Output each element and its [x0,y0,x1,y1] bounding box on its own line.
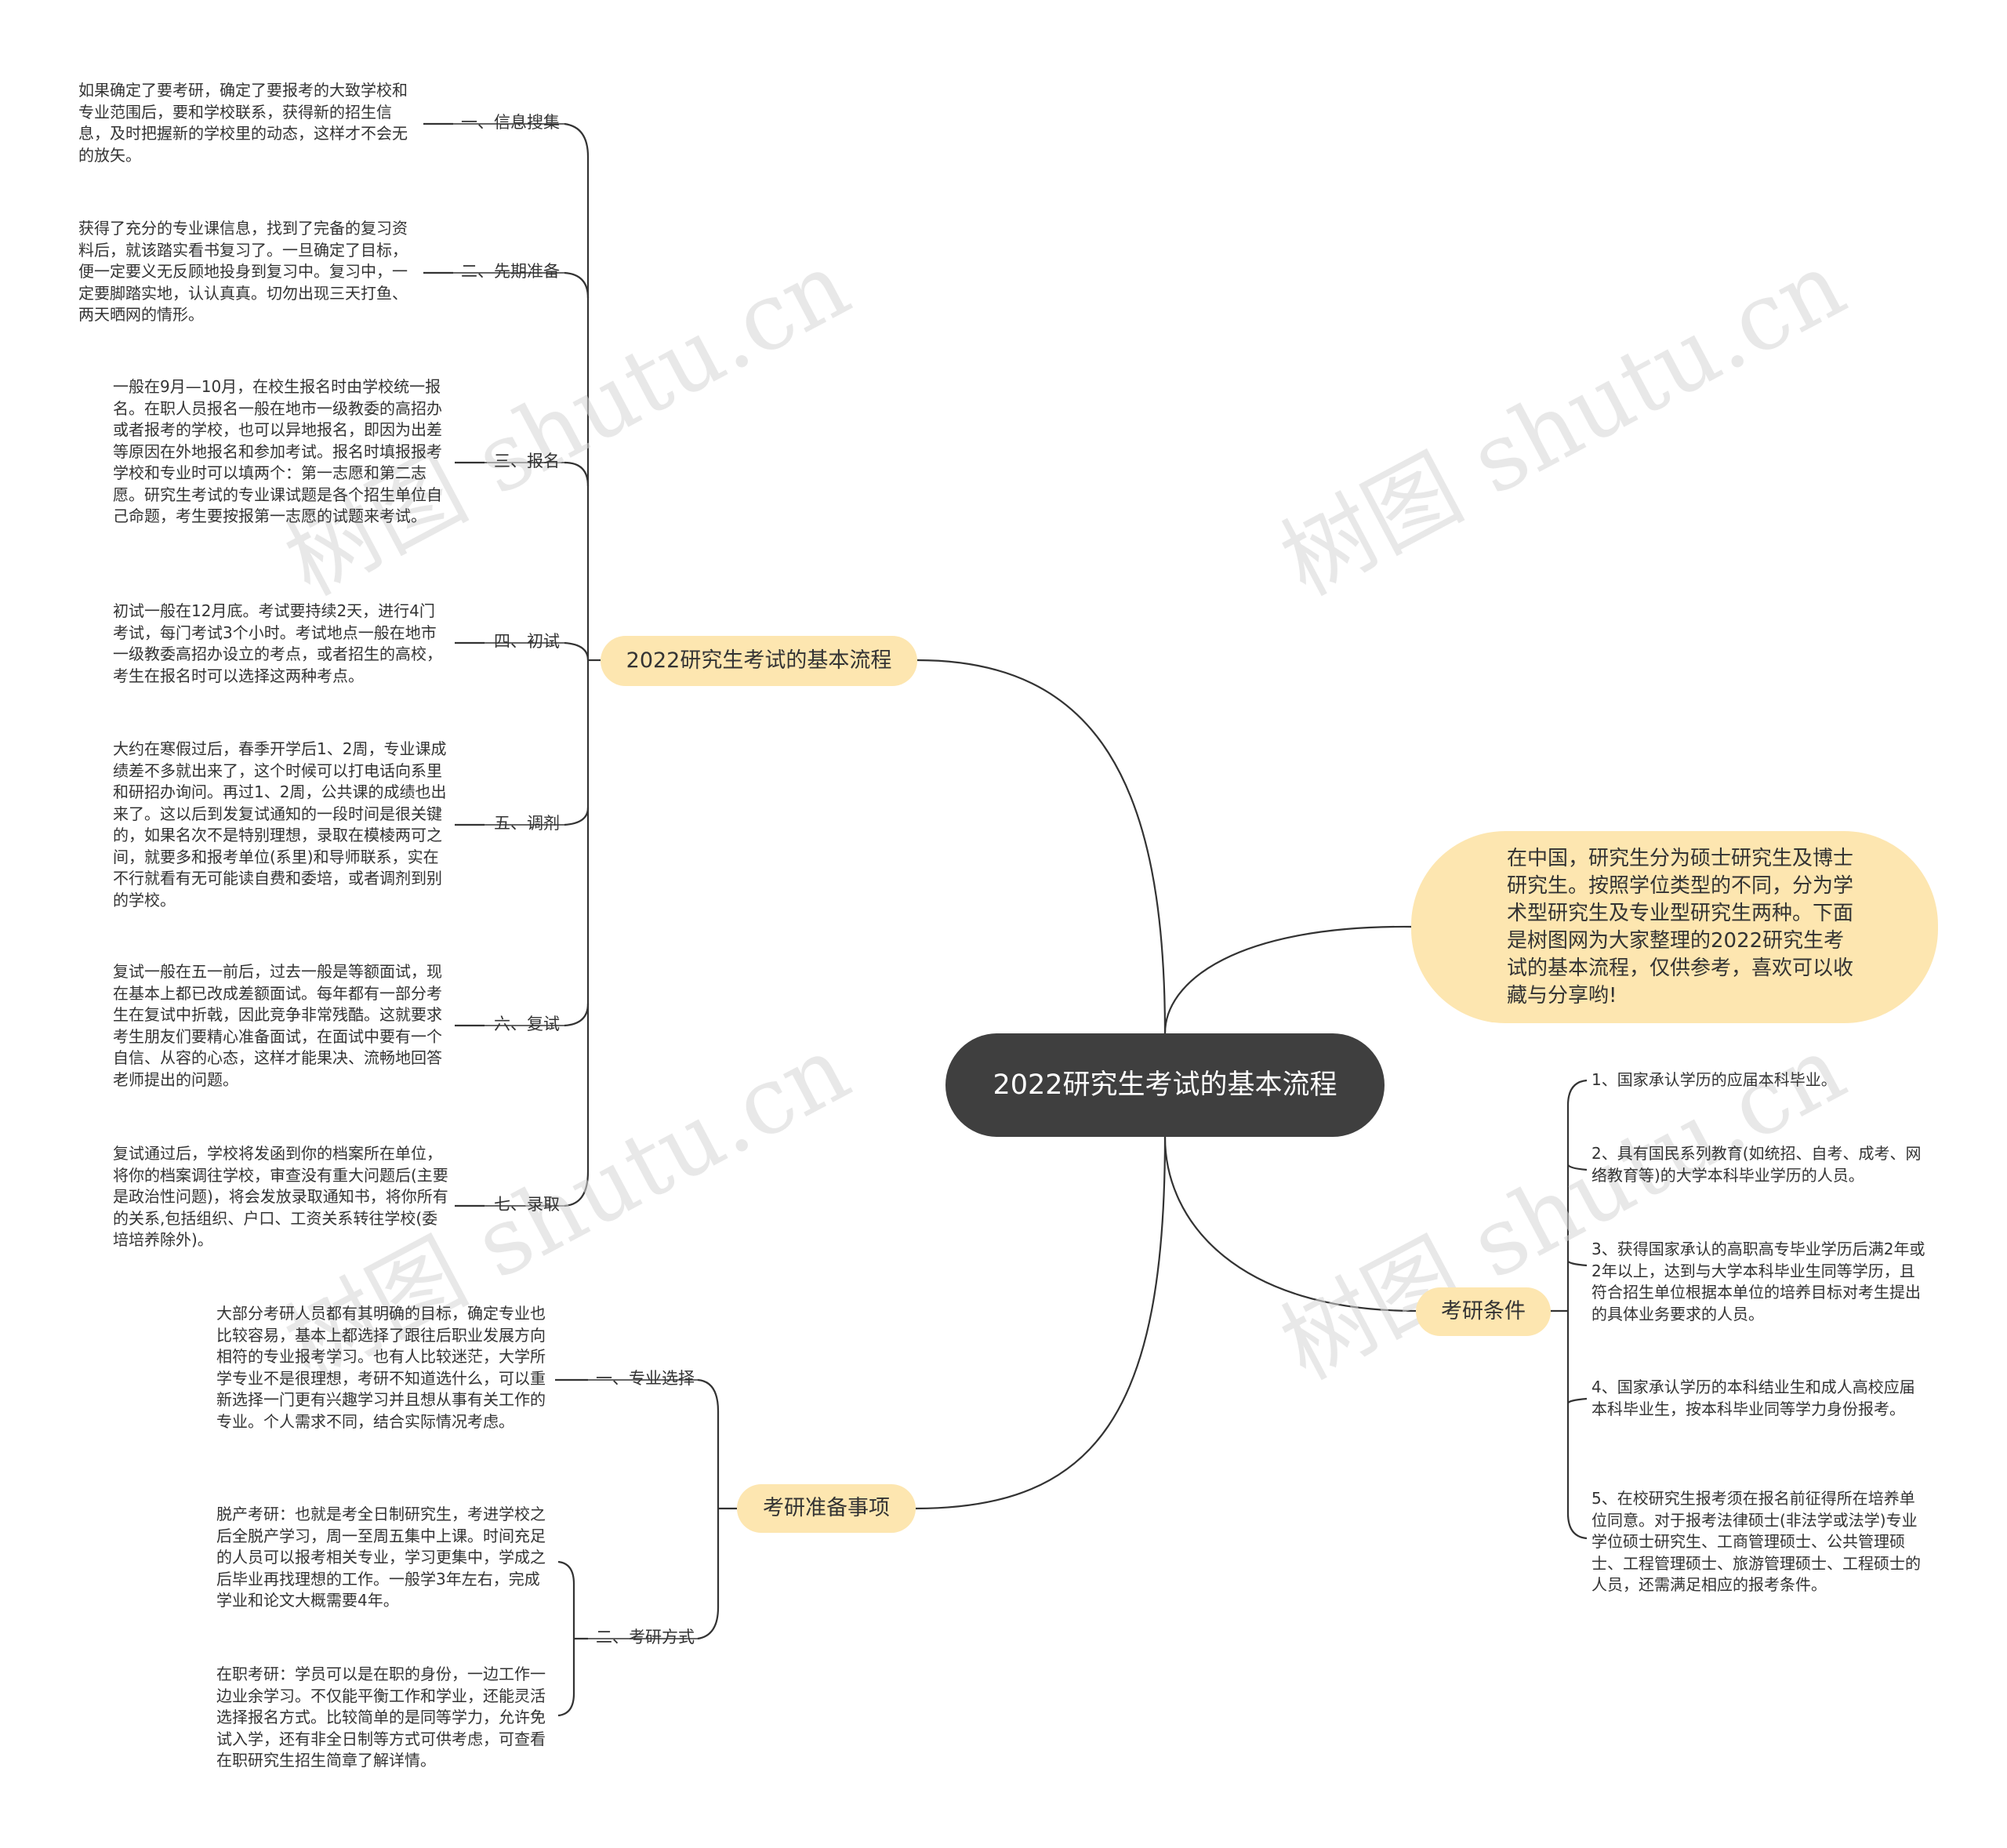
flow-step-label-6[interactable]: 六、复试 [494,1015,560,1033]
flow-tick-2 [564,271,590,299]
flow-tick-4 [564,641,590,661]
flow-step-text-3: 一般在9月—10月，在校生报名时由学校统一报名。在职人员报名一般在地市一级教委的… [113,377,442,525]
intro-text: 在中国，研究生分为硕士研究生及博士研究生。按照学位类型的不同，分为学术型研究生及… [1507,846,1854,1008]
topic-conditions[interactable]: 考研条件 [1416,1287,1551,1336]
root-node[interactable]: 2022研究生考试的基本流程 [945,1033,1385,1137]
condition-item-5: 5、在校研究生报考须在报名前征得所在培养单位同意。对于报考法律硕士(非法学或法学… [1591,1489,1921,1594]
prep-major-text: 大部分考研人员都有其明确的目标，确定专业也比较容易，基本上都选择了跟往后职业发展… [216,1304,546,1431]
prep-mode-text-2: 在职考研：学员可以是在职的身份，一边工作一边业余学习。不仅能平衡工作和学业，还能… [216,1665,546,1770]
link-root-prep [915,1136,1167,1510]
mode-bracket [557,1560,575,1717]
condition-item-1: 1、国家承认学历的应届本科毕业。 [1591,1070,1837,1089]
flow-step-text-5: 大约在寒假过后，春季开学后1、2周，专业课成绩差不多就出来了，这个时候可以打电话… [113,739,447,909]
flow-step-label-1[interactable]: 一、信息搜集 [461,113,560,132]
intro-node[interactable]: 在中国，研究生分为硕士研究生及博士研究生。按照学位类型的不同，分为学术型研究生及… [1411,831,1938,1023]
flow-step-text-7: 复试通过后，学校将发函到你的档案所在单位，将你的档案调往学校，审查没有重大问题后… [113,1144,448,1249]
prep-major-label[interactable]: 一、专业选择 [596,1369,695,1388]
flow-step-label-7[interactable]: 七、录取 [494,1195,560,1214]
condition-item-4: 4、国家承认学历的本科结业生和成人高校应届本科毕业生，按本科毕业同等学力身份报考… [1591,1378,1915,1418]
flow-step-label-5[interactable]: 五、调剂 [494,814,560,833]
prep-bracket [697,1378,720,1640]
condition-item-2: 2、具有国民系列教育(如统招、自考、成考、网络教育等)的大学本科毕业学历的人员。 [1591,1144,1922,1185]
conditions-bracket [1566,1079,1588,1540]
prep-mode-label[interactable]: 二、考研方式 [596,1628,695,1646]
flow-step-text-2: 获得了充分的专业课信息，找到了完备的复习资料后，就该踏实看书复习了。一旦确定了目… [78,219,408,324]
flow-bracket [564,122,590,1207]
condition-item-3: 3、获得国家承认的高职高专毕业学历后满2年或2年以上，达到与大学本科毕业生同等学… [1591,1240,1925,1323]
flow-tick-6 [564,1003,590,1027]
flow-step-text-1: 如果确定了要考研，确定了要报考的大致学校和专业范围后，要和学校联系，获得新的招生… [78,81,408,165]
link-root-flow [916,659,1167,1034]
topic-prep[interactable]: 考研准备事项 [737,1484,916,1533]
flow-step-label-4[interactable]: 四、初试 [494,632,560,651]
flow-step-text-4: 初试一般在12月底。考试要持续2天，进行4门考试，每门考试3个小时。考试地点一般… [113,601,442,685]
flow-step-text-6: 复试一般在五一前后，过去一般是等额面试，现在基本上都已改成差额面试。每年都有一部… [113,962,442,1089]
flow-step-label-2[interactable]: 二、先期准备 [461,262,560,281]
topic-flow[interactable]: 2022研究生考试的基本流程 [601,636,917,686]
prep-mode-text-1: 脱产考研：也就是考全日制研究生，考进学校之后全脱产学习，周一至周五集中上课。时间… [216,1505,546,1610]
link-root-intro [1163,925,1412,1034]
link-root-conditions [1163,1136,1417,1312]
flow-step-label-3[interactable]: 三、报名 [494,452,560,470]
flow-tick-5 [564,807,590,826]
flow-tick-3 [564,461,590,487]
